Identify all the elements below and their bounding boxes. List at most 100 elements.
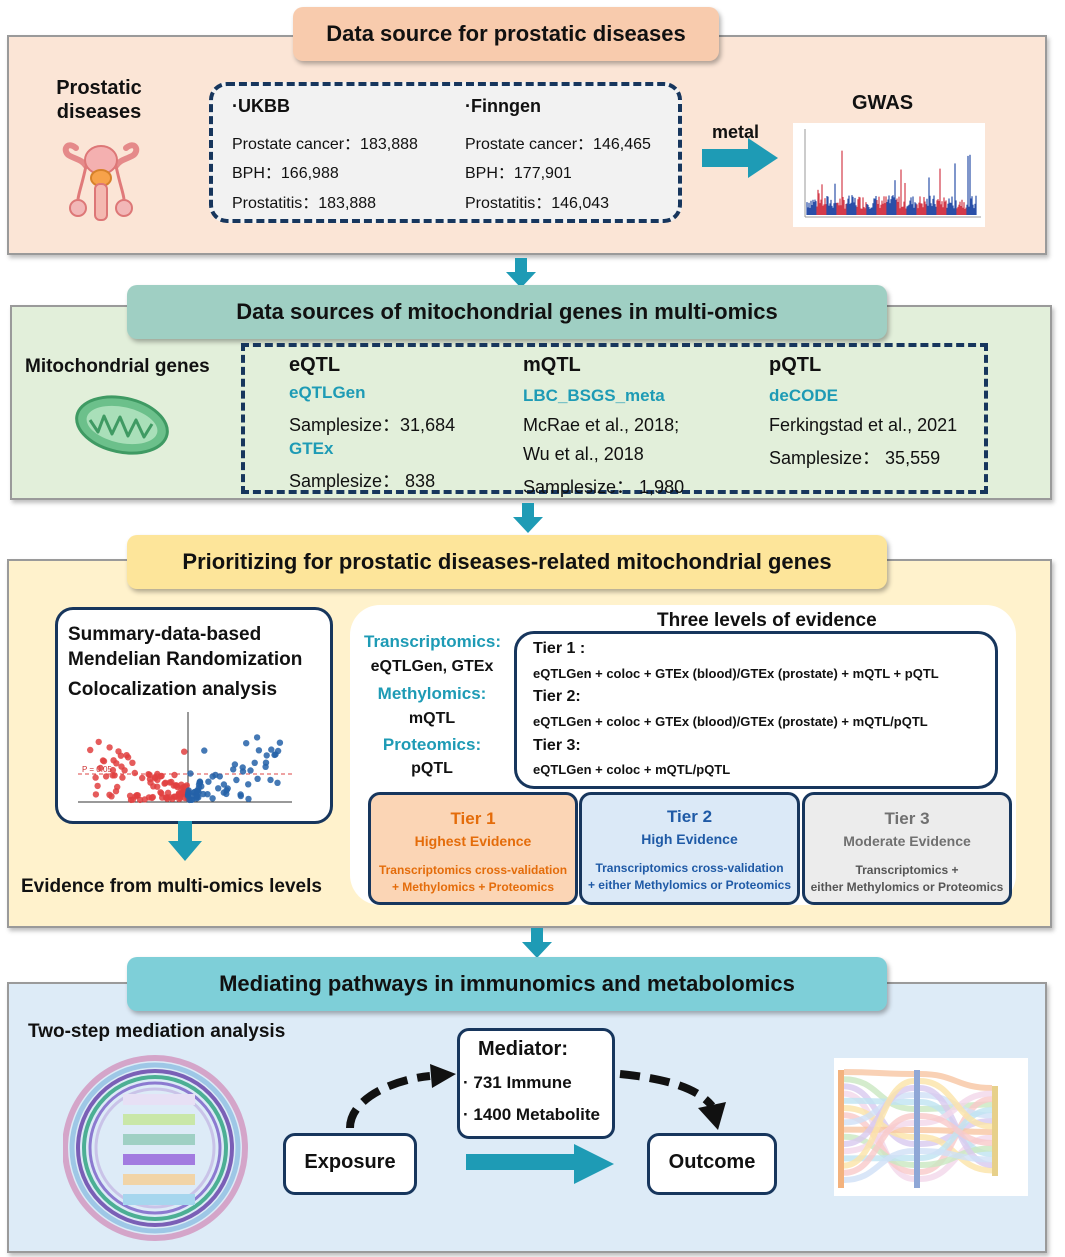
volcano-point bbox=[262, 763, 269, 770]
mitochondrial-genes-label: Mitochondrial genes bbox=[25, 356, 210, 377]
title-prioritizing: Prioritizing for prostatic diseases-rela… bbox=[127, 535, 887, 589]
omics-methylomics: Methylomics: bbox=[377, 684, 487, 703]
eqtl-header: eQTL bbox=[289, 354, 341, 376]
volcano-point bbox=[243, 740, 250, 747]
mitochondria-icon bbox=[75, 395, 169, 455]
tier3-criteria: eQTLGen + coloc + mQTL/pQTL bbox=[533, 762, 731, 777]
tier2-criteria: eQTLGen + coloc + GTEx (blood)/GTEx (pro… bbox=[533, 714, 928, 729]
ukbb-prostatitis: Prostatitis：183,888 bbox=[232, 195, 377, 212]
circos-plot-thumbnail bbox=[63, 1055, 248, 1241]
volcano-point bbox=[245, 795, 252, 803]
tier1-criteria: eQTLGen + coloc + GTEx (blood)/GTEx (pro… bbox=[533, 666, 939, 681]
volcano-point bbox=[268, 746, 275, 753]
section4-title: Mediating pathways in immunomics and met… bbox=[219, 971, 795, 996]
volcano-point bbox=[94, 782, 101, 790]
volcano-point bbox=[267, 776, 274, 784]
sankey-flow bbox=[843, 1069, 993, 1091]
tier2-name: Tier 2 bbox=[666, 807, 713, 826]
omics-methylomics-value: mQTL bbox=[408, 710, 456, 727]
volcano-point bbox=[100, 758, 108, 765]
ukbb-bph: BPH：166,988 bbox=[232, 165, 339, 182]
volcano-point bbox=[195, 781, 203, 788]
sankey-plot-thumbnail bbox=[834, 1058, 1028, 1196]
volcano-point bbox=[205, 778, 212, 785]
tier2-desc-1: Transcriptomics cross-validation bbox=[595, 861, 784, 875]
volcano-point bbox=[254, 775, 261, 782]
mediator-immune: · 731 Immune bbox=[463, 1073, 572, 1092]
gwas-label: GWAS bbox=[852, 92, 914, 114]
volcano-point bbox=[113, 760, 120, 767]
volcano-point bbox=[148, 794, 156, 802]
evidence-multi-omics-label: Evidence from multi-omics levels bbox=[21, 876, 322, 897]
ukbb-prostate-cancer: Prostate cancer：183,888 bbox=[232, 136, 418, 153]
outcome-box bbox=[647, 1133, 777, 1195]
volcano-point bbox=[201, 747, 208, 754]
volcano-point bbox=[129, 759, 136, 766]
volcano-point bbox=[111, 772, 118, 779]
section2-title: Data sources of mitochondrial genes in m… bbox=[236, 299, 778, 324]
exposure-box bbox=[283, 1133, 417, 1195]
tier3-name: Tier 3 bbox=[884, 809, 930, 828]
lbc-bsgs-meta-source: LBC_BSGS_meta bbox=[523, 386, 665, 405]
mqtl-ref-mcrae: McRae et al., 2018; bbox=[523, 415, 680, 435]
down-arrow-icon bbox=[513, 503, 543, 533]
volcano-point bbox=[178, 781, 185, 788]
tier2-criteria-label: Tier 2: bbox=[533, 688, 581, 705]
right-arrow-icon bbox=[574, 1144, 614, 1184]
tier3-level: Moderate Evidence bbox=[843, 833, 971, 849]
section3-title: Prioritizing for prostatic diseases-rela… bbox=[182, 549, 832, 574]
tier1-level: Highest Evidence bbox=[414, 833, 532, 849]
volcano-point bbox=[187, 770, 194, 777]
sankey-flow bbox=[843, 1107, 993, 1162]
volcano-point bbox=[146, 776, 154, 783]
volcano-point bbox=[253, 734, 261, 741]
volcano-point bbox=[102, 773, 110, 780]
tier1-desc-1: Transcriptomics cross-validation bbox=[378, 863, 568, 877]
volcano-point bbox=[109, 766, 117, 774]
volcano-point bbox=[173, 782, 180, 789]
two-step-mediation-label: Two-step mediation analysis bbox=[28, 1021, 286, 1042]
finngen-prostate-cancer: Prostate cancer：146,465 bbox=[465, 136, 651, 153]
volcano-point bbox=[274, 779, 281, 786]
volcano-point bbox=[118, 763, 125, 770]
omics-transcriptomics: Transcriptomics: bbox=[364, 632, 501, 651]
mediation-arrows bbox=[346, 1064, 726, 1170]
tier2-level: High Evidence bbox=[641, 831, 738, 847]
gtex-samplesize: Samplesize： 838 bbox=[289, 471, 436, 491]
volcano-point bbox=[193, 787, 201, 794]
eqtlgen-samplesize: Samplesize：31,684 bbox=[289, 415, 456, 435]
metal-arrow-icon bbox=[702, 138, 778, 178]
prostate-anatomy-icon bbox=[62, 142, 140, 221]
tier1-name: Tier 1 bbox=[450, 809, 496, 828]
volcano-plot-thumbnail: P = 0.05 bbox=[78, 712, 292, 804]
volcano-point bbox=[272, 751, 279, 758]
manhattan-plot-thumbnail bbox=[793, 123, 985, 227]
volcano-point bbox=[95, 738, 102, 746]
volcano-point bbox=[212, 771, 219, 779]
prostatic-diseases-label: Prostatic diseases bbox=[56, 77, 142, 123]
smr-line-3: Colocalization analysis bbox=[68, 679, 278, 700]
volcano-point bbox=[119, 774, 126, 781]
tier3-desc-1: Transcriptomics + bbox=[855, 863, 959, 877]
ukbb-header: ·UKBB bbox=[232, 96, 290, 116]
mqtl-header: mQTL bbox=[523, 354, 581, 376]
volcano-point bbox=[276, 739, 284, 746]
eqtlgen-source: eQTLGen bbox=[289, 383, 366, 402]
volcano-point bbox=[263, 752, 270, 759]
arrowhead-icon bbox=[430, 1064, 456, 1088]
down-arrow-icon bbox=[522, 928, 552, 958]
volcano-point bbox=[131, 769, 138, 777]
volcano-point bbox=[87, 746, 94, 754]
outcome-label: Outcome bbox=[668, 1151, 756, 1173]
mediator-title: Mediator: bbox=[478, 1038, 568, 1060]
volcano-point bbox=[117, 752, 125, 759]
exposure-label: Exposure bbox=[304, 1151, 396, 1173]
volcano-point bbox=[255, 747, 263, 754]
exposure-outcome-arrow-shaft bbox=[466, 1154, 574, 1170]
omics-transcriptomics-value: eQTLGen, GTEx bbox=[370, 658, 494, 675]
pqtl-ref-ferkingstad: Ferkingstad et al., 2021 bbox=[769, 415, 958, 435]
tier3-criteria-label: Tier 3: bbox=[533, 737, 581, 754]
volcano-point bbox=[215, 785, 222, 792]
tier1-desc-2: + Methylomics + Proteomics bbox=[391, 880, 555, 894]
volcano-point bbox=[251, 759, 258, 766]
